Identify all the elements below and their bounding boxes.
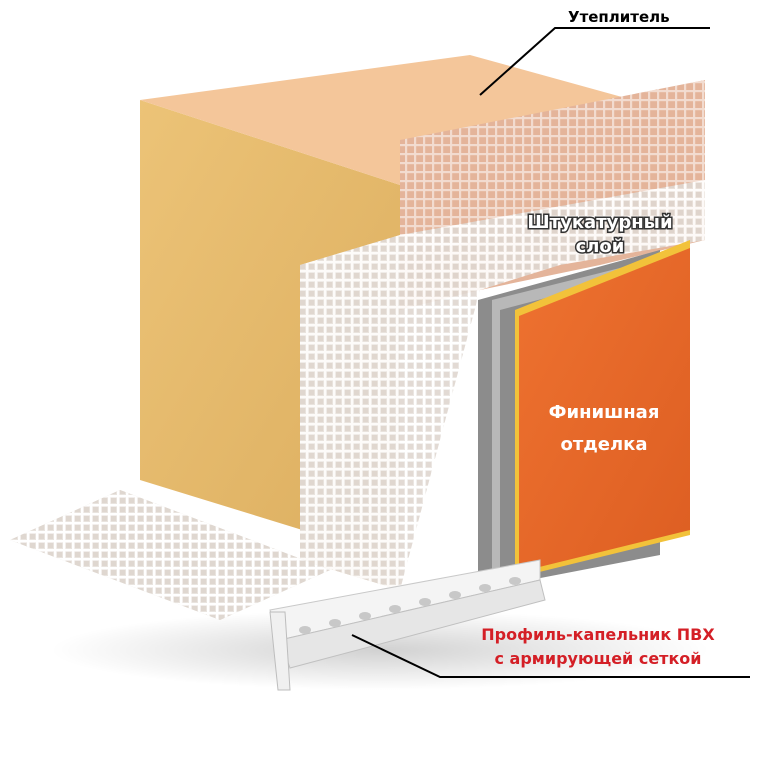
- label-profile-line1: Профиль-капельник ПВХ: [481, 625, 715, 644]
- finish-layer: [519, 248, 690, 572]
- reinforcement-mesh-front: [300, 235, 400, 590]
- callout-line-profile: [351, 634, 750, 678]
- label-finish-line2: отделка: [560, 434, 647, 455]
- label-finish-line1: Финишная: [549, 402, 660, 423]
- callout-line-insulation: [479, 27, 710, 96]
- drip-profile-nose: [269, 611, 291, 691]
- reinforcement-mesh-side: [400, 180, 705, 590]
- insulation-top-face: [140, 55, 705, 185]
- label-insulation: Утеплитель: [568, 8, 670, 26]
- label-plaster-line1: Штукатурный: [527, 212, 672, 233]
- ground-shadow: [50, 610, 710, 690]
- drip-profile-holes: [299, 577, 521, 634]
- label-profile-line2: с армирующей сеткой: [494, 649, 701, 668]
- label-plaster-line2: слой: [576, 236, 625, 257]
- reinforcement-mesh-bottom: [10, 490, 330, 620]
- reinforcement-mesh-upper: [400, 80, 705, 255]
